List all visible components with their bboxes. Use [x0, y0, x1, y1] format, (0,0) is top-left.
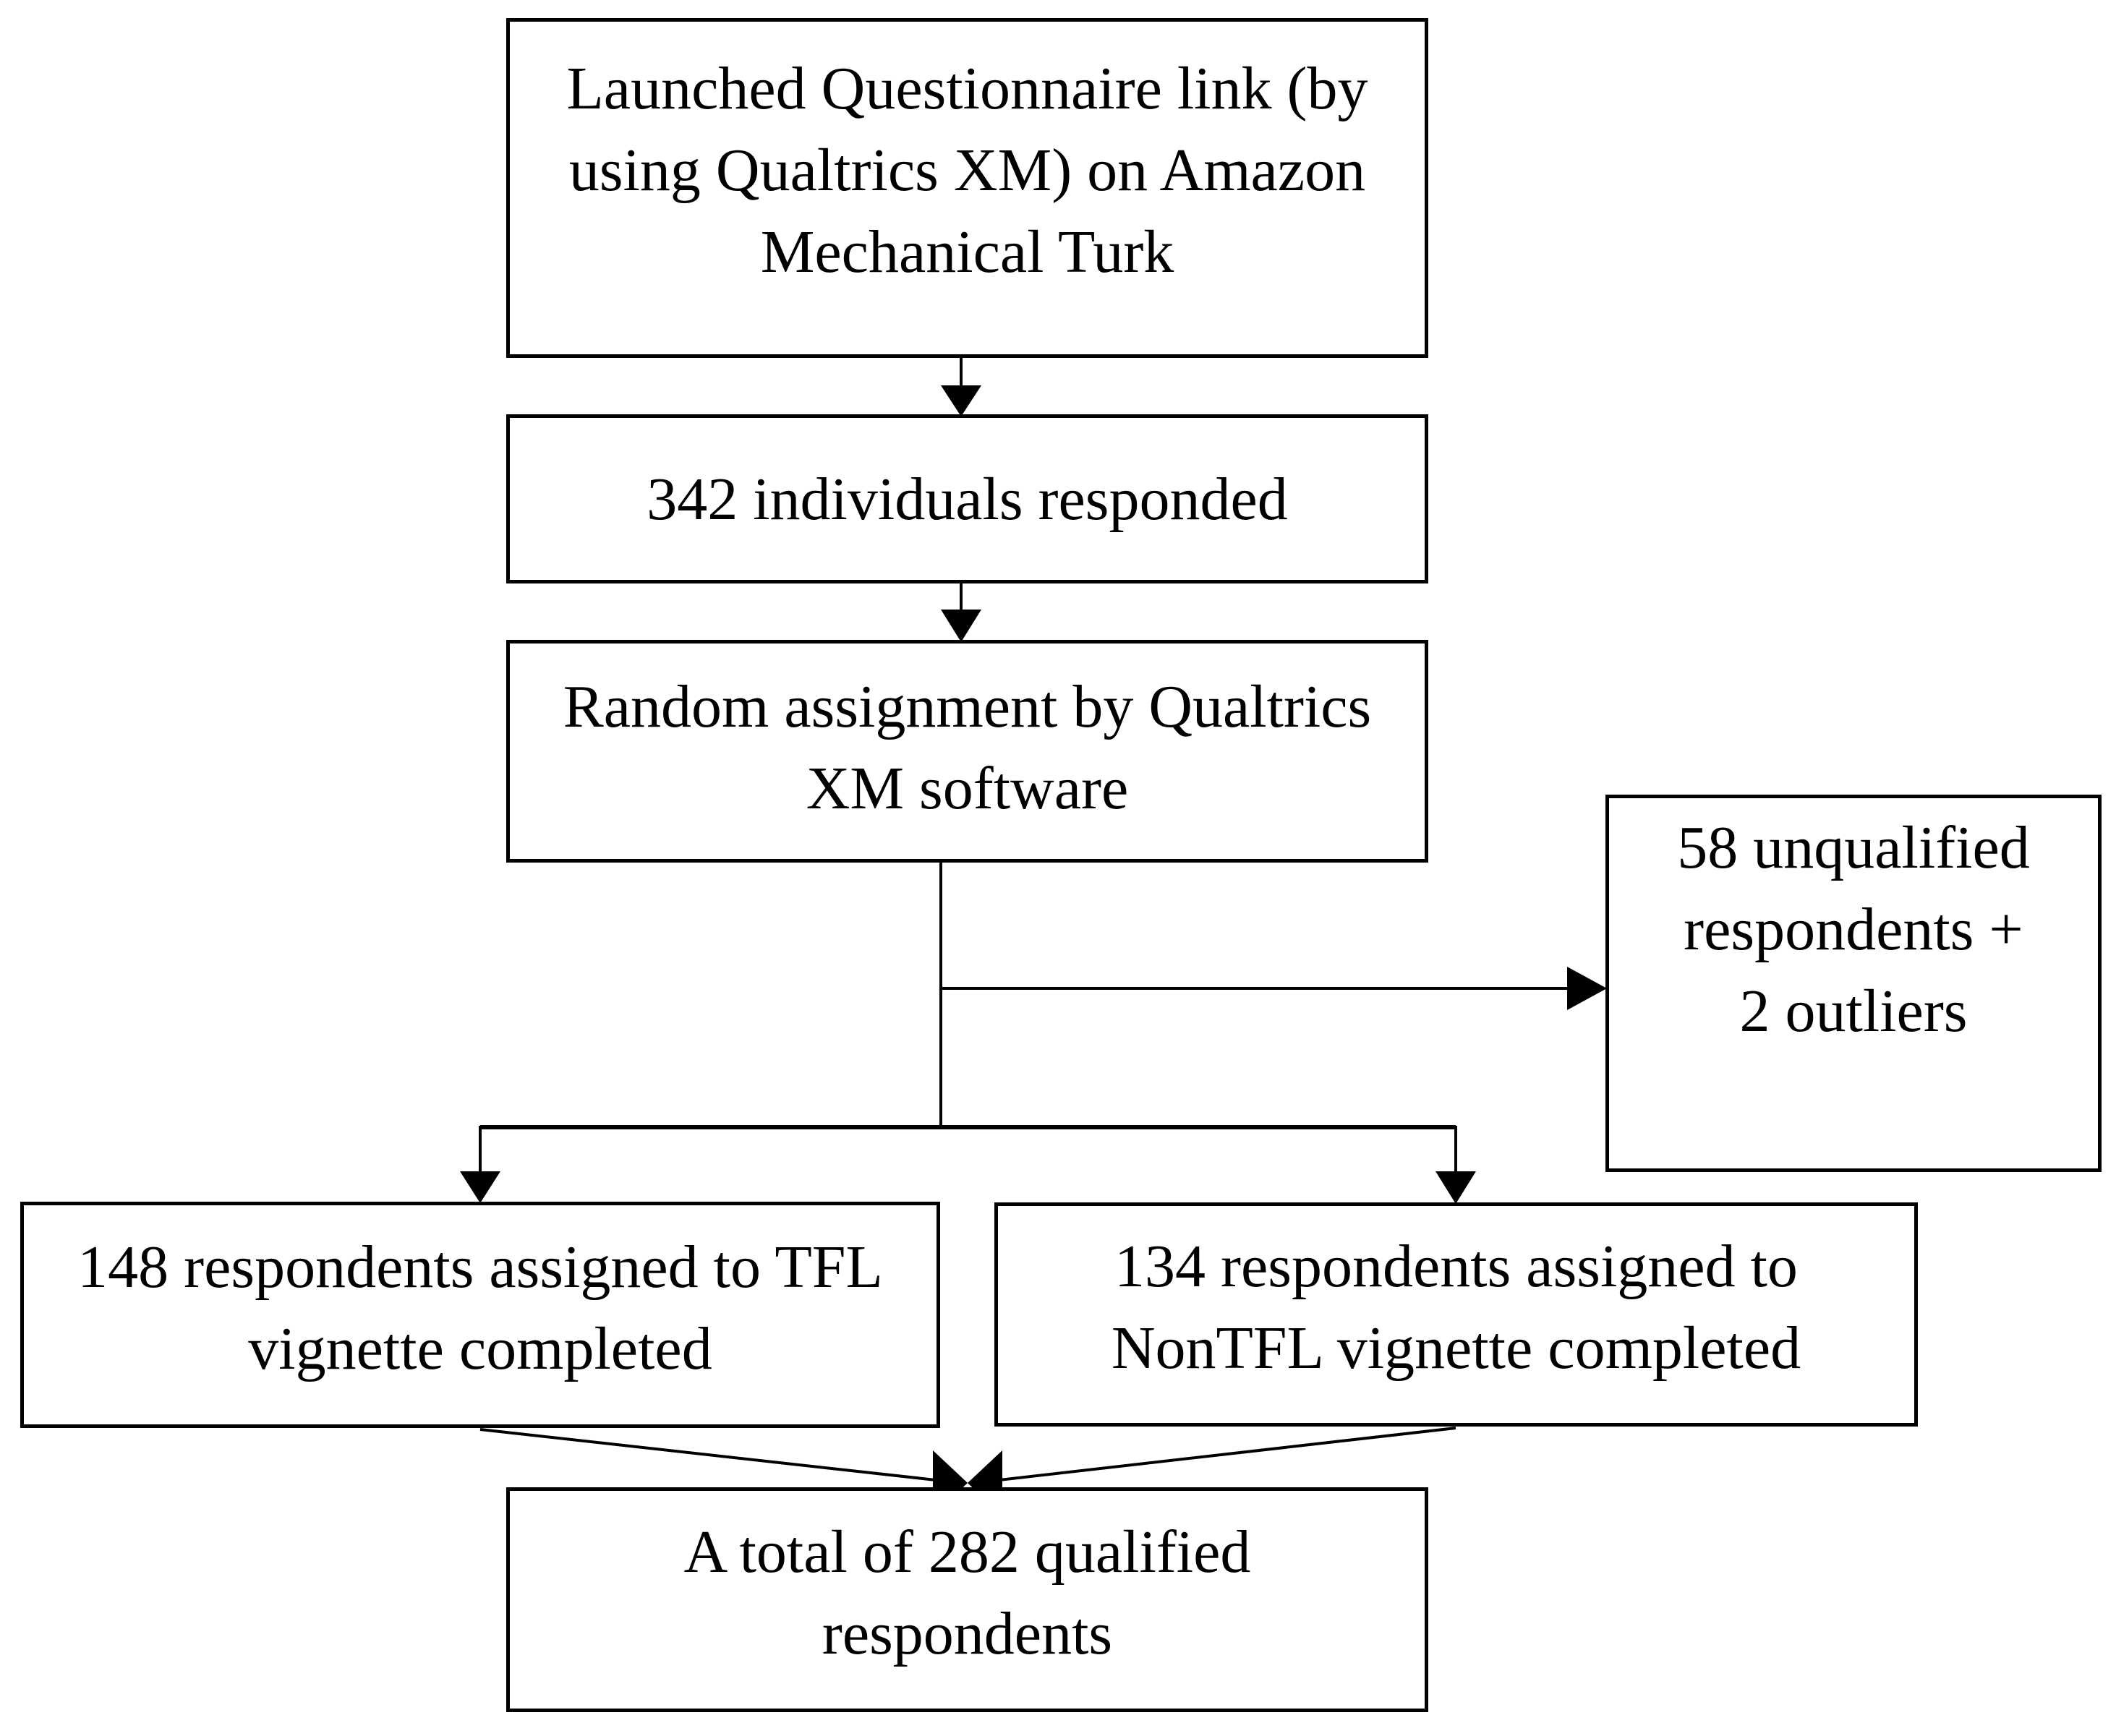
- flow-box-tfl-text: 148 respondents assigned to TFL vignette…: [77, 1233, 883, 1382]
- arrow-split-to-nontfl: [1435, 1126, 1476, 1204]
- flow-box-total: A total of 282 qualified respondents: [506, 1487, 1428, 1712]
- arrow-launch-to-responded: [941, 358, 981, 416]
- arrow-branch-to-excluded: [939, 967, 1607, 1010]
- flow-box-launch-text: Launched Questionnaire link (by using Qu…: [566, 54, 1368, 286]
- flow-box-excluded: 58 unqualified respondents + 2 outliers: [1605, 795, 2102, 1172]
- flow-box-assignment-text: Random assignment by Qualtrics XM softwa…: [563, 673, 1372, 822]
- flow-box-launch: Launched Questionnaire link (by using Qu…: [506, 18, 1428, 358]
- arrow-responded-to-assignment: [941, 583, 981, 642]
- flow-box-total-text: A total of 282 qualified respondents: [683, 1518, 1251, 1667]
- flow-box-responded-text: 342 individuals responded: [647, 465, 1288, 533]
- flow-box-excluded-text: 58 unqualified respondents + 2 outliers: [1677, 814, 2030, 1045]
- flow-box-nontfl: 134 respondents assigned to NonTFL vigne…: [994, 1202, 1918, 1427]
- arrow-split-to-tfl: [460, 1126, 500, 1203]
- flow-box-assignment: Random assignment by Qualtrics XM softwa…: [506, 640, 1428, 863]
- flow-box-tfl: 148 respondents assigned to TFL vignette…: [20, 1202, 940, 1428]
- flow-box-nontfl-text: 134 respondents assigned to NonTFL vigne…: [1111, 1233, 1801, 1382]
- flow-box-responded: 342 individuals responded: [506, 414, 1428, 583]
